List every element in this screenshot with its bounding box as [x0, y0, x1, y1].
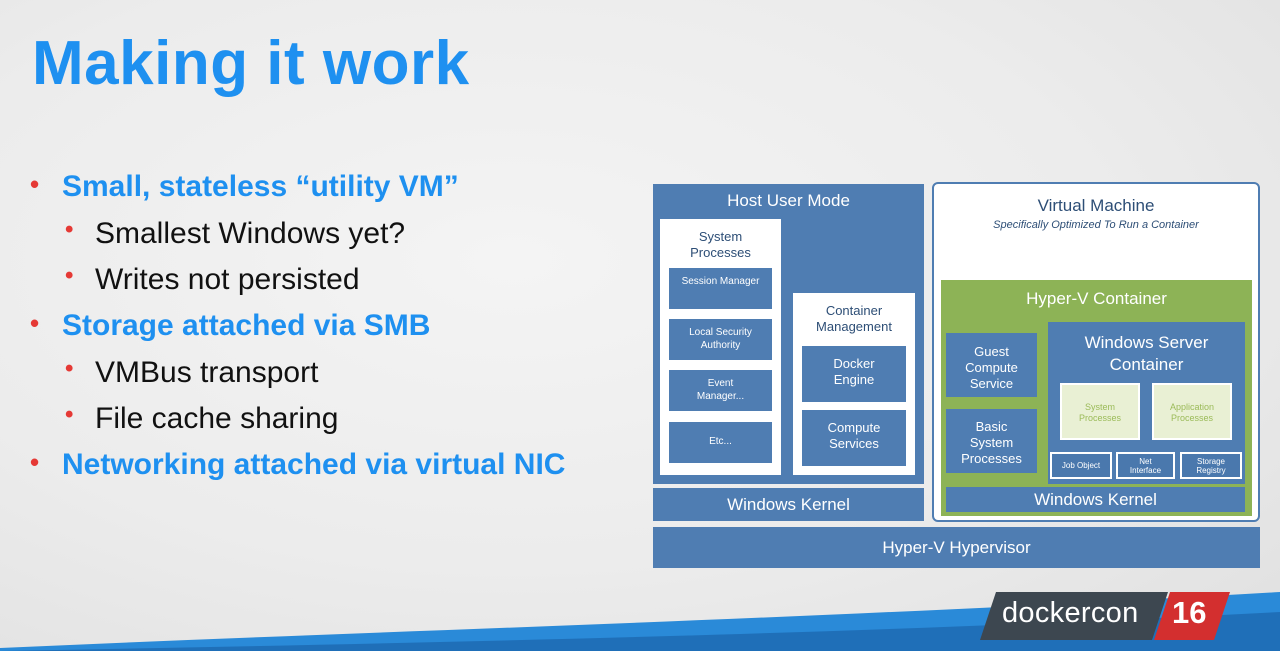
- sub-bullet-text: Smallest Windows yet?: [95, 217, 406, 250]
- bullet-text: Networking attached via virtual NIC: [62, 448, 566, 481]
- dockercon-logo-icon: [980, 592, 1230, 640]
- net-interface-box: Net Interface: [1116, 452, 1175, 479]
- sub-bullet-item: • VMBus transport: [65, 355, 319, 390]
- sub-bullet-text: Writes not persisted: [95, 263, 360, 296]
- storage-registry-box: Storage Registry: [1180, 452, 1242, 479]
- sub-bullet-text: File cache sharing: [95, 402, 339, 435]
- bullet-dot-icon: •: [65, 355, 74, 382]
- bullet-item: • Small, stateless “utility VM”: [30, 169, 459, 204]
- slide-title: Making it work: [32, 29, 470, 98]
- local-security-authority-box: Local Security Authority: [669, 319, 772, 360]
- bullet-dot-icon: •: [65, 262, 74, 289]
- sub-bullet-item: • File cache sharing: [65, 401, 339, 436]
- bullet-dot-icon: •: [30, 447, 40, 477]
- bullet-item: • Storage attached via SMB: [30, 308, 431, 343]
- guest-compute-service-box: Guest Compute Service: [946, 333, 1037, 397]
- compute-services-box: Compute Services: [802, 410, 906, 466]
- system-processes-box: System Processes Session Manager Local S…: [660, 219, 781, 475]
- basic-system-processes-box: Basic System Processes: [946, 409, 1037, 473]
- bullet-text: Small, stateless “utility VM”: [62, 170, 459, 203]
- bottom-swoosh-decoration: [0, 592, 1280, 651]
- hyperv-container-box: Hyper-V Container Guest Compute Service …: [941, 280, 1252, 516]
- bullet-dot-icon: •: [65, 216, 74, 243]
- sub-bullet-item: • Writes not persisted: [65, 262, 360, 297]
- event-manager-box: Event Manager...: [669, 370, 772, 411]
- host-windows-kernel-box: Windows Kernel: [653, 488, 924, 521]
- system-processes-small-box: System Processes: [1060, 383, 1140, 440]
- docker-engine-box: Docker Engine: [802, 346, 906, 402]
- logo-number: 16: [1172, 595, 1207, 630]
- container-management-title: Container Management: [816, 303, 892, 334]
- container-management-box: Container Management Docker Engine Compu…: [793, 293, 915, 475]
- bullet-dot-icon: •: [30, 308, 40, 338]
- bullet-item: • Networking attached via virtual NIC: [30, 447, 566, 482]
- sub-bullet-item: • Smallest Windows yet?: [65, 216, 406, 251]
- bullet-dot-icon: •: [30, 169, 40, 199]
- bullet-text: Storage attached via SMB: [62, 309, 431, 342]
- sub-bullet-text: VMBus transport: [95, 356, 319, 389]
- etc-box: Etc...: [669, 422, 772, 463]
- session-manager-box: Session Manager: [669, 268, 772, 309]
- windows-server-container-title: Windows Server Container: [1084, 333, 1209, 374]
- hyperv-hypervisor-box: Hyper-V Hypervisor: [653, 527, 1260, 568]
- application-processes-box: Application Processes: [1152, 383, 1232, 440]
- windows-server-container-box: Windows Server Container System Processe…: [1048, 322, 1245, 484]
- system-processes-title: System Processes: [690, 229, 751, 260]
- virtual-machine-subtitle: Specifically Optimized To Run a Containe…: [993, 219, 1199, 231]
- host-user-mode-box: Host User Mode System Processes Session …: [653, 184, 924, 484]
- virtual-machine-title: Virtual Machine: [1037, 196, 1155, 215]
- logo-word: dockercon: [1002, 597, 1139, 629]
- vm-windows-kernel-box: Windows Kernel: [946, 487, 1245, 512]
- virtual-machine-box: Virtual Machine Specifically Optimized T…: [932, 182, 1260, 522]
- job-object-box: Job Object: [1050, 452, 1112, 479]
- host-user-mode-title: Host User Mode: [727, 191, 850, 210]
- hyperv-container-title: Hyper-V Container: [1026, 289, 1167, 308]
- bullet-dot-icon: •: [65, 401, 74, 428]
- dockercon-logo: dockercon 16: [980, 586, 1230, 644]
